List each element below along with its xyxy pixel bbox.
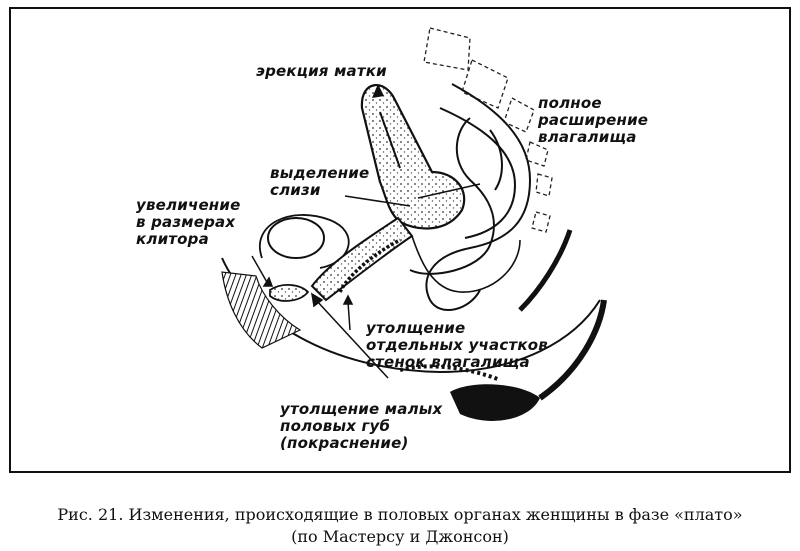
bladder xyxy=(267,217,325,259)
label-line: влагалища xyxy=(538,128,637,146)
caption-line-1: Рис. 21. Изменения, происходящие в полов… xyxy=(57,505,743,524)
buttock-curve xyxy=(538,299,607,401)
label-line: клитора xyxy=(136,230,209,248)
label-labia: утолщение малых половых губ (покраснение… xyxy=(280,401,442,452)
label-line: стенок влагалища xyxy=(366,353,530,371)
bladder-outline xyxy=(259,214,350,269)
label-line: отдельных участков xyxy=(366,336,548,354)
label-line: выделение xyxy=(270,164,370,182)
vaginal-wall-thickening xyxy=(338,238,401,293)
label-uterus-erection: эрекция матки xyxy=(256,62,387,80)
pubic-hair xyxy=(221,271,302,349)
uterus-arrow xyxy=(379,111,401,169)
label-line: половых губ xyxy=(280,417,391,435)
label-line: расширение xyxy=(538,111,649,129)
rectum xyxy=(409,83,532,311)
label-line: слизи xyxy=(270,181,321,199)
label-line: полное xyxy=(538,94,602,112)
perineum-mass xyxy=(450,384,540,421)
anatomy-diagram xyxy=(221,27,607,421)
uterus xyxy=(360,83,466,230)
label-mucus: выделение слизи xyxy=(270,165,369,199)
vagina-expansion xyxy=(411,235,521,293)
label-line: утолщение xyxy=(366,319,466,337)
label-clitoris: увеличение в размерах клитора xyxy=(136,197,240,248)
figure-caption: Рис. 21. Изменения, происходящие в полов… xyxy=(0,504,800,548)
vagina xyxy=(310,216,414,302)
posterior-curve xyxy=(518,229,573,312)
leader-lines xyxy=(251,183,481,379)
caption-line-2: (по Мастерсу и Джонсон) xyxy=(291,527,509,546)
sacrum-vertebrae xyxy=(423,27,553,233)
label-line: (покраснение) xyxy=(280,434,409,452)
label-vaginal-walls: утолщение отдельных участков стенок влаг… xyxy=(366,320,548,371)
label-line: увеличение xyxy=(136,196,241,214)
clitoris xyxy=(269,284,310,302)
label-vagina-expansion: полное расширение влагалища xyxy=(538,95,648,146)
lower-hatch xyxy=(399,364,501,382)
label-line: утолщение малых xyxy=(280,400,443,418)
label-line: в размерах xyxy=(136,213,236,231)
